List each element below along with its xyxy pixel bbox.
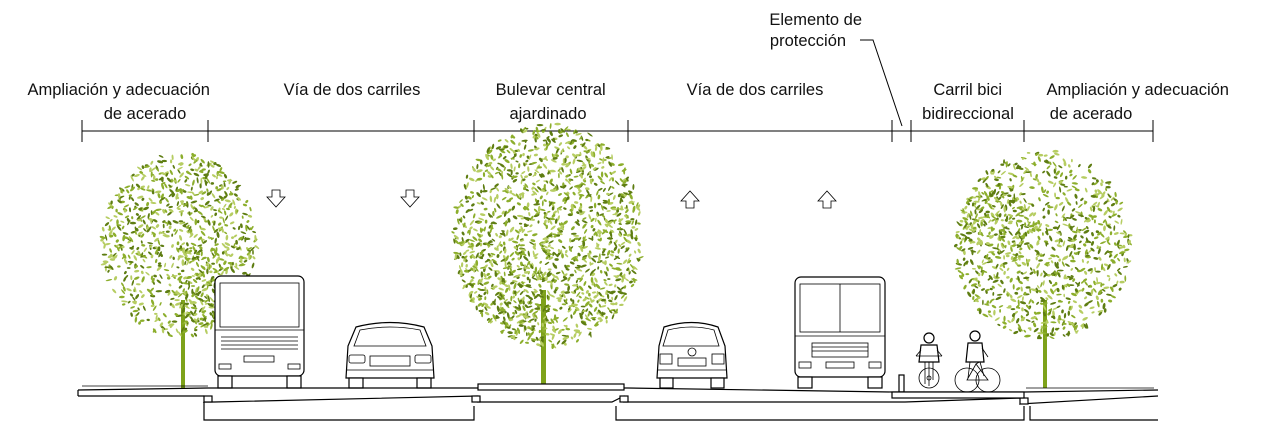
label-protection-element: Elemento de protección [769,11,866,50]
tree-left [99,152,260,388]
tree-right [954,149,1133,388]
ground-profile [77,383,1159,421]
label-left-sidewalk: Ampliación y adecuación de acerado [27,81,214,123]
arrow-down-icon [400,189,420,208]
label-lanes-left: Vía de dos carriles [284,81,421,99]
cyclist-1 [915,332,943,389]
protection-bollard [898,374,905,393]
bus-right [794,276,886,389]
dimension-line [81,120,1154,142]
label-bike-lane: Carril bici bidireccional [922,81,1014,123]
bus-left [214,275,305,389]
arrow-up-icon [817,190,837,209]
label-right-sidewalk: Ampliación y adecuación de acerado [1046,81,1233,123]
arrow-up-icon [680,190,700,209]
label-central-boulevard: Bulevar central ajardinado [496,81,611,123]
label-lanes-right: Vía de dos carriles [687,81,824,99]
car-left [345,321,435,389]
arrow-down-icon [266,189,286,208]
protection-leader-line [860,39,903,127]
tree-central [451,122,644,386]
cyclist-2 [954,330,1001,393]
car-right [656,321,728,389]
